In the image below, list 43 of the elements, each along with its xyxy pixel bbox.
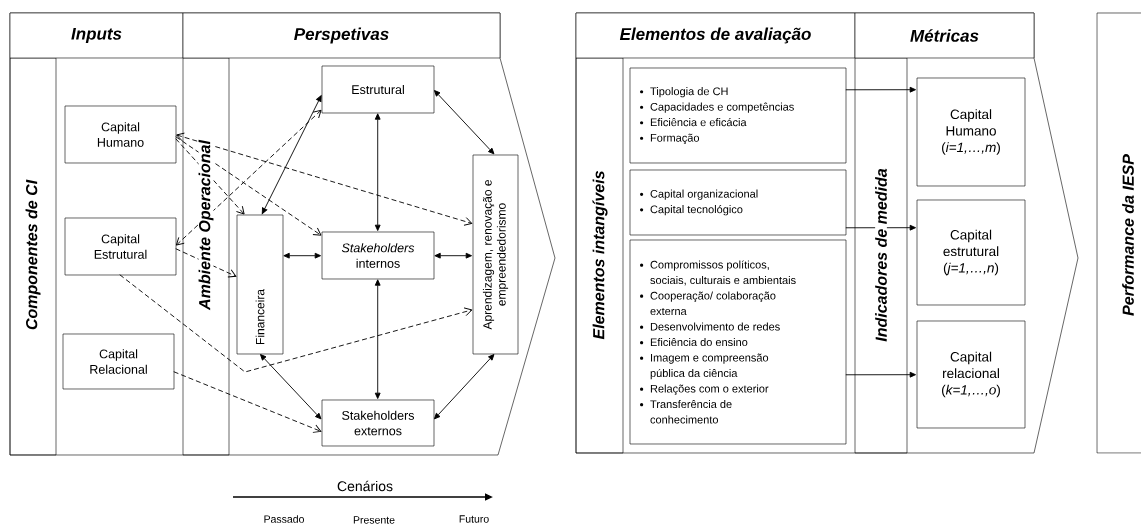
column-title: Elementos intangíveis [592, 171, 608, 340]
bullet-list-box: Capital organizacional Capital tecnológico [629, 169, 847, 236]
process-box: Stakeholders externos [321, 399, 435, 447]
arrow [434, 252, 472, 259]
column-title: Indicadores de medida [875, 166, 887, 344]
process-box: Capital Humano [64, 105, 177, 164]
metric-box: Capital relacional (k=1,…,o) [916, 320, 1026, 429]
arrow [283, 252, 321, 259]
header-cell: Métricas [854, 12, 1035, 59]
arrow [119, 274, 473, 373]
arrow [175, 248, 237, 278]
process-box: Stakeholders internos [321, 231, 435, 280]
column-title: Componentes de CI [25, 179, 41, 330]
bullet-list-box: Tipologia de CH Capacidades e competências Eficiência e eficácia Formação [629, 67, 847, 164]
scale-label: Cenários [337, 480, 393, 492]
scale-label: Presente [353, 516, 395, 524]
process-box: Financeira [236, 214, 284, 355]
scale-label: Passado [264, 515, 304, 523]
arrow [374, 113, 381, 231]
metric-box: Capital Humano (i=1,…,m) [916, 77, 1026, 187]
arrow [374, 279, 381, 399]
metric-box: Capital estrutural (j=1,…,n) [916, 199, 1026, 306]
bullet-list-box: Compromissos políticos, sociais, culturais e ambientais Cooperação/ colaboração externa Desenvolvimento de redes Eficiência do ensino Imagem e compreensão pública da ciência Relações com o exterior Transferência de conhecimento [629, 239, 847, 445]
arrow [175, 109, 322, 246]
scale-label: Futuro [459, 515, 489, 523]
arrow [434, 354, 495, 420]
process-box: Aprendizagem, renovação e empreendedorismo [472, 154, 519, 355]
arrow [260, 354, 322, 420]
process-box: Estrutural [321, 65, 435, 114]
header-cell: Inputs [9, 12, 184, 59]
arrow [175, 138, 245, 215]
column-title: Performance da IESP [1122, 154, 1134, 316]
arrow [845, 86, 916, 93]
arrow [176, 132, 473, 226]
process-box: Capital Estrutural [64, 217, 177, 276]
column-title: Ambiente Operacional [198, 138, 214, 312]
arrow [845, 371, 916, 378]
header-cell: Elementos de avaliação [575, 12, 856, 59]
header-cell: Perspetivas [182, 12, 501, 59]
arrow [434, 90, 495, 155]
process-box: Capital Relacional [62, 333, 175, 390]
arrow [261, 95, 322, 215]
arrow [175, 136, 322, 236]
